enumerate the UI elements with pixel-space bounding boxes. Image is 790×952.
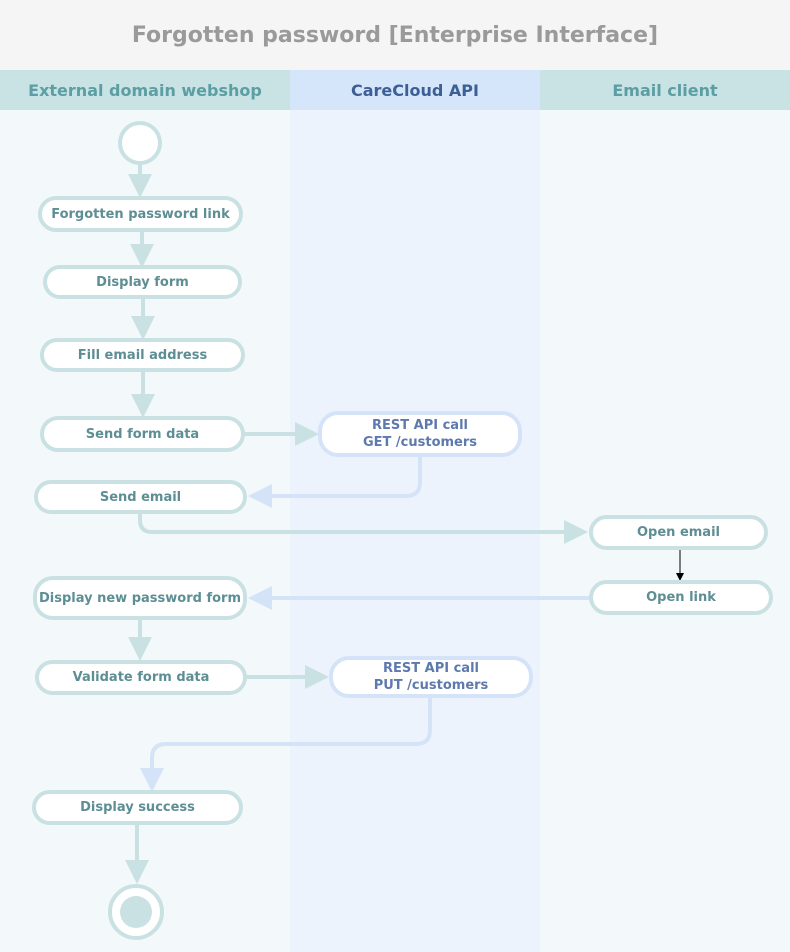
- edge-rest-get-to-send-email: [248, 455, 422, 508]
- node-rest-get-customers[interactable]: REST API call GET /customers: [318, 411, 522, 457]
- node-rest-put-customers[interactable]: REST API call PUT /customers: [329, 656, 533, 698]
- edge-rest-put-to-display-success: [140, 696, 432, 792]
- node-open-link[interactable]: Open link: [589, 580, 773, 615]
- node-forgotten-password-link[interactable]: Forgotten password link: [38, 196, 243, 232]
- lane-header-external-webshop: External domain webshop: [0, 70, 290, 110]
- node-display-new-password-form[interactable]: Display new password form: [33, 576, 247, 620]
- start-node: [118, 121, 162, 165]
- lane-header-carecloud-api: CareCloud API: [290, 70, 540, 110]
- node-rest-get-line2: GET /customers: [362, 435, 478, 450]
- lane-header-email-client: Email client: [540, 70, 790, 110]
- node-rest-get-line1: REST API call: [372, 418, 468, 433]
- edge-send-email-to-open-email: [138, 511, 588, 544]
- node-display-success[interactable]: Display success: [32, 790, 243, 825]
- end-node-inner: [120, 896, 152, 928]
- node-send-email[interactable]: Send email: [34, 480, 247, 514]
- node-display-form[interactable]: Display form: [43, 265, 242, 299]
- node-send-form-data[interactable]: Send form data: [40, 416, 245, 452]
- end-node: [108, 884, 164, 940]
- node-validate-form-data[interactable]: Validate form data: [35, 660, 247, 695]
- node-open-email[interactable]: Open email: [589, 515, 768, 550]
- node-fill-email-address[interactable]: Fill email address: [40, 338, 245, 372]
- diagram-title: Forgotten password [Enterprise Interface…: [0, 0, 790, 70]
- node-rest-put-line1: REST API call: [383, 661, 479, 676]
- node-rest-put-line2: PUT /customers: [373, 678, 489, 693]
